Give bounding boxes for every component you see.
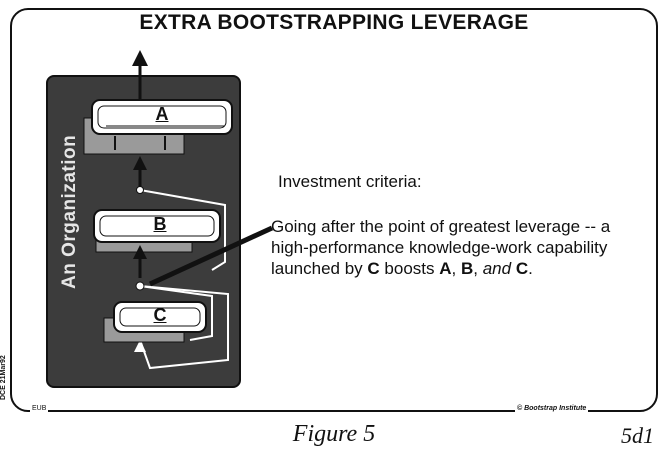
loop-c-inner bbox=[139, 285, 213, 341]
block-c-label: C bbox=[153, 305, 167, 325]
arrow-c-b-head bbox=[133, 245, 147, 259]
footer-right: © Bootstrap Institute bbox=[515, 405, 589, 412]
arrow-b-a-head bbox=[133, 156, 147, 170]
leverage-point bbox=[135, 281, 145, 291]
side-stamp: DCE 21Mar92 bbox=[0, 355, 7, 400]
block-b-frame bbox=[99, 215, 215, 237]
criteria-a: A bbox=[439, 259, 452, 278]
pointer-line bbox=[148, 225, 274, 287]
block-b-label: B bbox=[153, 214, 167, 234]
page-number: 5d1 bbox=[621, 423, 654, 448]
criteria-text-4: , bbox=[473, 259, 483, 278]
block-a-frame bbox=[97, 105, 227, 129]
criteria-text-1: Going after the point of greatest levera… bbox=[271, 217, 611, 278]
criteria-b: B bbox=[460, 259, 474, 278]
block-a-label: A bbox=[155, 104, 169, 124]
loop-c-head bbox=[134, 340, 146, 352]
criteria-c-1: C bbox=[367, 259, 380, 278]
criteria-heading: Investment criteria: bbox=[278, 172, 422, 191]
criteria-text: Going after the point of greatest levera… bbox=[271, 216, 631, 279]
criteria-and: and bbox=[482, 259, 512, 278]
loop-b-node bbox=[136, 186, 144, 194]
loop-c-outer bbox=[139, 285, 229, 370]
criteria-text-6: . bbox=[528, 259, 533, 278]
block-b-base bbox=[93, 209, 221, 243]
block-c-frame bbox=[119, 307, 201, 327]
criteria-text-3: , bbox=[451, 259, 461, 278]
criteria-text-2: boosts bbox=[379, 259, 440, 278]
criteria-c-2: C bbox=[515, 259, 529, 278]
figure-caption: Figure 5 bbox=[292, 421, 376, 447]
loop-b bbox=[139, 189, 226, 271]
block-c-base bbox=[113, 301, 207, 333]
footer-left: EUB bbox=[30, 405, 49, 412]
output-arrow-head bbox=[132, 50, 148, 66]
slide-title: EXTRA BOOTSTRAPPING LEVERAGE bbox=[139, 11, 529, 34]
